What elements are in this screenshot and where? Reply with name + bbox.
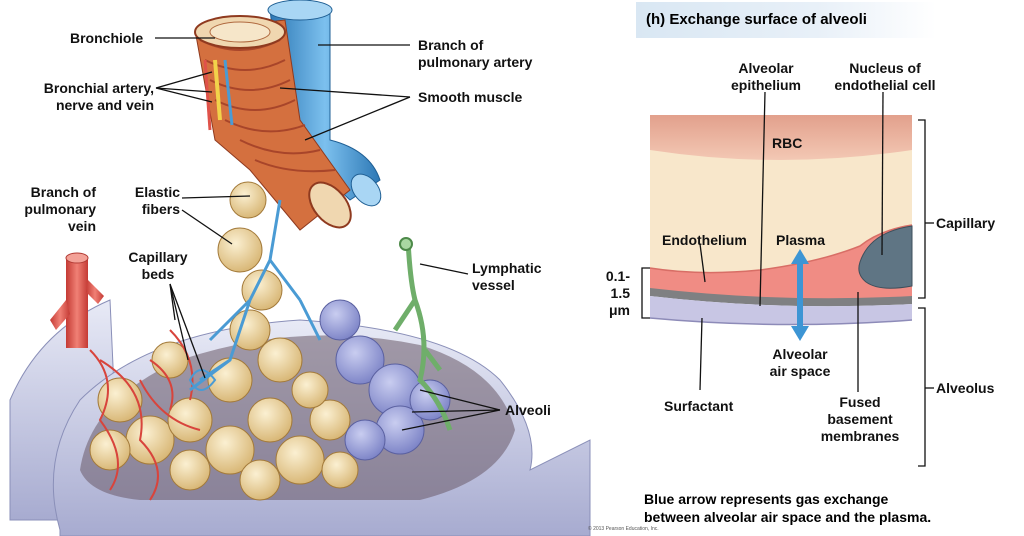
label-alveoli: Alveoli bbox=[505, 402, 551, 418]
label-alveolar-air-space: Alveolar air space bbox=[760, 346, 840, 380]
label-line: μm bbox=[608, 302, 630, 318]
caption: Blue arrow represents gas exchange betwe… bbox=[644, 490, 931, 526]
label-line: Alveolar bbox=[738, 60, 794, 76]
label-line: membranes bbox=[820, 428, 900, 444]
label-elastic-fibers: Elastic fibers bbox=[128, 184, 180, 218]
label-line: vessel bbox=[472, 277, 515, 293]
label-line: epithelium bbox=[730, 77, 801, 93]
label-line: fibers bbox=[141, 201, 180, 217]
label-line: Lymphatic bbox=[472, 260, 542, 276]
exchange-arrow bbox=[791, 249, 809, 341]
label-line: endothelial cell bbox=[834, 77, 936, 93]
label-endothelium: Endothelium bbox=[662, 232, 747, 248]
label-line: vein bbox=[67, 218, 96, 234]
caption-line: Blue arrow represents gas exchange bbox=[644, 491, 889, 507]
panel-title: (h) Exchange surface of alveoli bbox=[636, 2, 936, 38]
lymphatic-vessel-shape bbox=[392, 237, 453, 431]
label-branch-pulmonary-artery: Branch of pulmonary artery bbox=[418, 37, 532, 71]
label-line: basement bbox=[827, 411, 893, 427]
label-line: beds bbox=[141, 266, 175, 282]
caption-line: between alveolar air space and the plasm… bbox=[644, 509, 932, 525]
label-line: Nucleus of bbox=[849, 60, 921, 76]
label-lymphatic-vessel: Lymphatic vessel bbox=[472, 260, 542, 294]
label-line: Capillary bbox=[128, 249, 188, 265]
left-leader-lines bbox=[155, 37, 501, 431]
alveolar-duct bbox=[217, 181, 283, 311]
label-nucleus-endothelial-cell: Nucleus of endothelial cell bbox=[826, 60, 944, 94]
label-alveolar-epithelium: Alveolar epithelium bbox=[726, 60, 806, 94]
label-line: pulmonary artery bbox=[418, 54, 533, 70]
label-line: pulmonary bbox=[24, 201, 96, 217]
label-capillary: Capillary bbox=[936, 215, 996, 231]
label-branch-pulmonary-vein: Branch of pulmonary vein bbox=[6, 184, 96, 235]
label-line: air space bbox=[769, 363, 831, 379]
label-line: Branch of bbox=[418, 37, 484, 53]
copyright: © 2013 Pearson Education, Inc. bbox=[588, 526, 659, 532]
label-capillary-beds: Capillary beds bbox=[118, 249, 198, 283]
right-leader-lines bbox=[699, 91, 884, 392]
label-alveolus: Alveolus bbox=[936, 380, 995, 396]
label-rbc: RBC bbox=[772, 135, 803, 151]
label-plasma: Plasma bbox=[776, 232, 826, 248]
bronchiole-tube bbox=[194, 15, 352, 231]
label-line: Bronchial artery, bbox=[43, 80, 154, 96]
label-line: nerve and vein bbox=[55, 97, 154, 113]
label-line: Branch of bbox=[30, 184, 96, 200]
label-fused-basement-membranes: Fused basement membranes bbox=[810, 394, 910, 445]
label-bronchial-artery-nerve-vein: Bronchial artery, nerve and vein bbox=[18, 80, 154, 114]
label-line: Fused bbox=[839, 394, 881, 410]
label-line: 1.5 bbox=[610, 285, 630, 301]
region-brackets bbox=[641, 119, 934, 467]
capillary-network bbox=[89, 199, 322, 501]
label-line: 0.1- bbox=[605, 268, 630, 284]
label-line: Alveolar bbox=[772, 346, 828, 362]
label-bronchiole: Bronchiole bbox=[70, 30, 144, 46]
label-smooth-muscle: Smooth muscle bbox=[418, 89, 523, 105]
label-thickness: 0.1- 1.5 μm bbox=[594, 268, 630, 319]
pulmonary-vein bbox=[50, 252, 104, 348]
label-surfactant: Surfactant bbox=[664, 398, 734, 414]
label-line: Elastic bbox=[134, 184, 180, 200]
